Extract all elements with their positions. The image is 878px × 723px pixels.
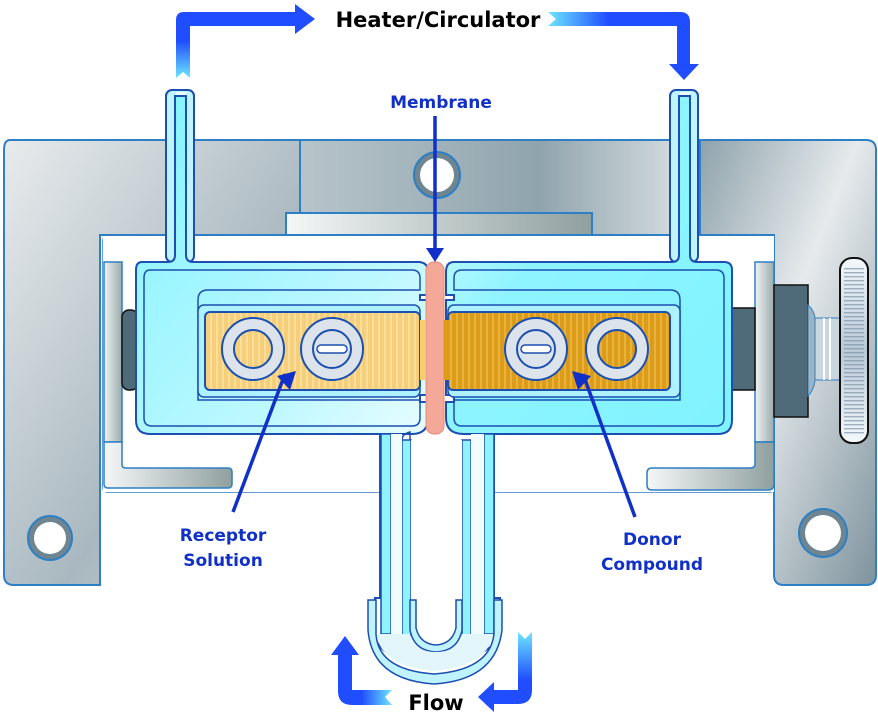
flow-label: Flow	[408, 691, 463, 715]
heater-outflow-arrow	[176, 4, 315, 78]
heater-inflow-arrow	[548, 12, 699, 80]
flow-left-arrow	[331, 636, 392, 705]
receptor-pointer-arrow	[231, 371, 296, 513]
flow-u-tube	[367, 431, 503, 685]
flow-right-arrow	[478, 632, 532, 712]
left-clamp-frame	[3, 139, 301, 586]
heater-flow-arrows	[176, 4, 699, 80]
right-spacer-block	[730, 307, 756, 391]
heater-circulator-label: Heater/Circulator	[336, 8, 541, 32]
receptor-label-line2: Solution	[183, 551, 263, 571]
donor-chamber	[445, 89, 733, 435]
membrane-strip	[425, 261, 445, 435]
donor-label-line2: Compound	[601, 555, 703, 575]
clamp-screw-assembly	[773, 257, 869, 444]
membrane-label: Membrane	[390, 93, 492, 113]
receptor-chamber	[135, 89, 429, 435]
receptor-label-line1: Receptor	[180, 526, 267, 546]
flow-arrows	[331, 632, 532, 712]
donor-pointer-arrow	[572, 371, 637, 518]
membrane-pointer-arrow	[426, 116, 444, 262]
donor-label-line1: Donor	[623, 530, 682, 550]
adjustment-knob	[839, 257, 869, 444]
